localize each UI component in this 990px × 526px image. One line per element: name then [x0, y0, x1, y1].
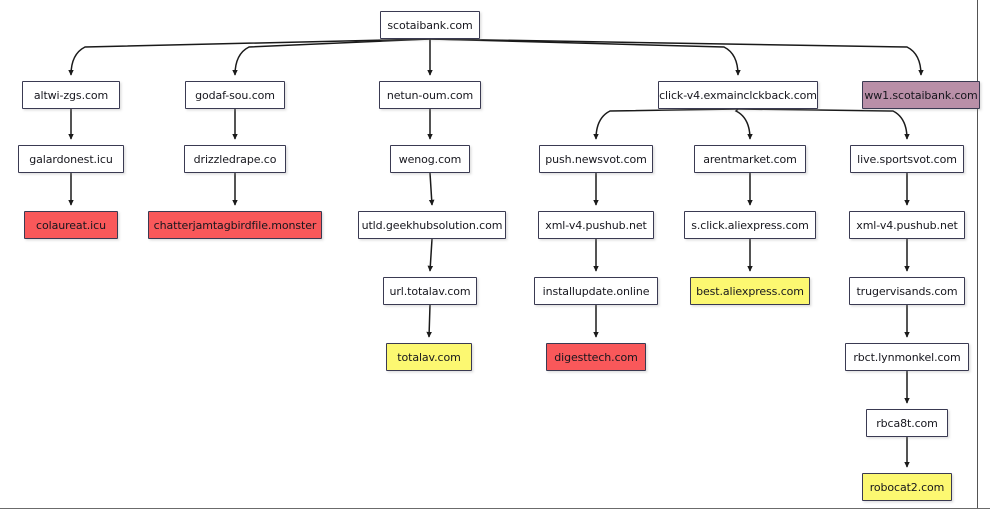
graph-node-rbca8t[interactable]: rbca8t.com	[866, 409, 948, 437]
graph-node-label: scotaibank.com	[387, 18, 473, 32]
graph-node-label: rbct.lynmonkel.com	[853, 350, 961, 364]
graph-node-netun[interactable]: netun-oum.com	[379, 81, 481, 109]
graph-node-digesttech[interactable]: digesttech.com	[546, 343, 646, 371]
edge-root-to-godaf	[232, 38, 431, 76]
graph-node-label: push.newsvot.com	[545, 152, 647, 166]
graph-node-livesports[interactable]: live.sportsvot.com	[850, 145, 964, 173]
graph-node-label: url.totalav.com	[389, 284, 471, 298]
graph-node-label: xml-v4.pushub.net	[856, 218, 958, 232]
graph-node-label: galardonest.icu	[29, 152, 113, 166]
graph-node-xmlpushub2[interactable]: xml-v4.pushub.net	[849, 211, 965, 239]
frame-right-border	[977, 0, 978, 509]
edge-urltotalav-to-totalav	[426, 304, 432, 338]
graph-node-label: robocat2.com	[869, 480, 945, 494]
graph-node-trugervisands[interactable]: trugervisands.com	[849, 277, 965, 305]
graph-node-colaureat[interactable]: colaureat.icu	[24, 211, 118, 239]
graph-node-installupdate[interactable]: installupdate.online	[534, 277, 658, 305]
edge-wenog-to-utld	[428, 172, 435, 206]
graph-node-galardonest[interactable]: galardonest.icu	[18, 145, 124, 173]
graph-node-ww1[interactable]: ww1.scotaibank.com	[862, 81, 980, 109]
graph-node-bestali[interactable]: best.aliexpress.com	[690, 277, 810, 305]
graph-node-label: s.click.aliexpress.com	[691, 218, 809, 232]
graph-node-altwi[interactable]: altwi-zgs.com	[22, 81, 120, 109]
graph-node-label: wenog.com	[398, 152, 462, 166]
graph-node-urltotalav[interactable]: url.totalav.com	[383, 277, 477, 305]
edge-clickv4-to-arentmarket	[734, 108, 753, 140]
graph-node-robocat2[interactable]: robocat2.com	[862, 473, 952, 501]
frame-bottom-border	[0, 508, 990, 509]
graph-node-root[interactable]: scotaibank.com	[380, 11, 480, 39]
graph-node-sclickali[interactable]: s.click.aliexpress.com	[684, 211, 816, 239]
graph-node-utld[interactable]: utld.geekhubsolution.com	[358, 211, 506, 239]
graph-node-label: totalav.com	[397, 350, 461, 364]
graph-node-label: drizzledrape.co	[193, 152, 277, 166]
edge-clickv4-to-livesports	[737, 108, 910, 140]
graph-node-wenog[interactable]: wenog.com	[390, 145, 470, 173]
graph-node-label: netun-oum.com	[386, 88, 474, 102]
graph-node-label: arentmarket.com	[703, 152, 797, 166]
graph-node-drizzledrape[interactable]: drizzledrape.co	[184, 145, 286, 173]
graph-node-xmlpushub1[interactable]: xml-v4.pushub.net	[538, 211, 654, 239]
edge-root-to-ww1	[429, 38, 924, 76]
graph-node-label: godaf-sou.com	[195, 88, 275, 102]
graph-node-label: chatterjamtagbirdfile.monster	[153, 218, 317, 232]
edge-root-to-clickv4	[429, 38, 741, 76]
graph-node-rbct[interactable]: rbct.lynmonkel.com	[845, 343, 969, 371]
graph-node-label: utld.geekhubsolution.com	[361, 218, 503, 232]
graph-node-label: colaureat.icu	[36, 218, 106, 232]
graph-node-label: live.sportsvot.com	[857, 152, 957, 166]
graph-node-label: click-v4.exmainclckback.com	[659, 88, 817, 102]
edge-utld-to-urltotalav	[427, 238, 434, 272]
edge-root-to-altwi	[68, 38, 431, 76]
edge-clickv4-to-pushnews	[593, 108, 739, 140]
graph-node-godaf[interactable]: godaf-sou.com	[185, 81, 285, 109]
graph-node-arentmarket[interactable]: arentmarket.com	[694, 145, 806, 173]
graph-node-label: installupdate.online	[542, 284, 650, 298]
graph-node-totalav[interactable]: totalav.com	[386, 343, 472, 371]
graph-node-label: xml-v4.pushub.net	[545, 218, 647, 232]
graph-node-label: best.aliexpress.com	[696, 284, 804, 298]
graph-node-label: trugervisands.com	[856, 284, 958, 298]
graph-node-label: ww1.scotaibank.com	[864, 88, 978, 102]
graph-node-chatterjam[interactable]: chatterjamtagbirdfile.monster	[148, 211, 322, 239]
graph-node-label: digesttech.com	[554, 350, 638, 364]
graph-node-clickv4[interactable]: click-v4.exmainclckback.com	[658, 81, 818, 109]
graph-node-label: altwi-zgs.com	[33, 88, 109, 102]
graph-node-label: rbca8t.com	[876, 416, 938, 430]
graph-node-pushnews[interactable]: push.newsvot.com	[539, 145, 653, 173]
